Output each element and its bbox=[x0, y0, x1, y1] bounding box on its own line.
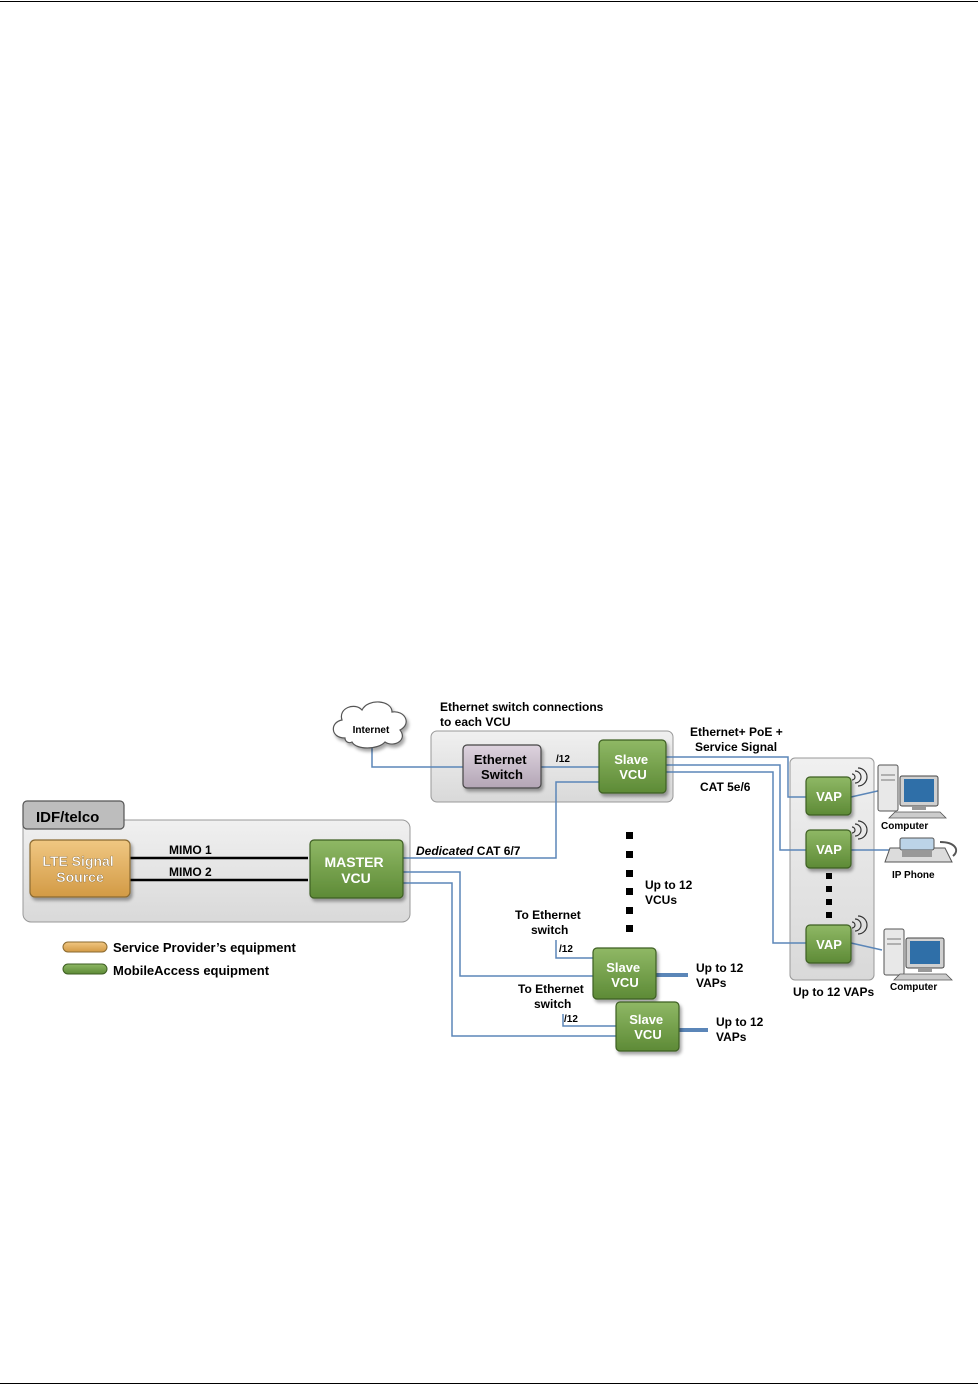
to-eth-switch-2-line1: To Ethernet bbox=[518, 982, 584, 996]
lte-signal-source bbox=[29, 839, 131, 898]
wireless-icon bbox=[851, 820, 868, 840]
legend-service-provider: Service Provider’s equipment bbox=[62, 940, 296, 955]
svg-text:Ethernet Switch: Ethernet Switch bbox=[474, 752, 530, 782]
slave-vcu-top-line2: VCU bbox=[619, 767, 646, 782]
computer-label-top: Computer bbox=[881, 821, 928, 832]
up-to-12-vcus-line1: Up to 12 bbox=[645, 878, 693, 892]
switch-caption-line1: Ethernet switch connections bbox=[440, 700, 604, 714]
computer-icon bbox=[883, 928, 953, 981]
slave-vcu-bottom-line2: VCU bbox=[634, 1027, 661, 1042]
eth-poe-line1: Ethernet+ PoE + bbox=[690, 725, 783, 739]
vap-1-label: VAP bbox=[816, 789, 842, 804]
vap-2-label: VAP bbox=[816, 842, 842, 857]
slave-vcu-bottom-line1: Slave bbox=[629, 1012, 663, 1027]
slave3-switch-stub bbox=[562, 1014, 616, 1027]
svg-text:Ethernet+ PoE + Service Si: Ethernet+ PoE + Service Signal bbox=[690, 725, 786, 754]
cat5-label: CAT 5e/6 bbox=[700, 780, 751, 794]
slave-vcu-top bbox=[598, 739, 667, 794]
svg-text:Up to 12 VCUs: Up to 12 VCUs bbox=[645, 878, 696, 907]
vap-3-label: VAP bbox=[816, 937, 842, 952]
svg-text:Dedicated CAT 6/7: Dedicated CAT 6/7 bbox=[416, 844, 521, 858]
slash12-mid: /12 bbox=[559, 944, 573, 955]
up-to-12-vaps-2-line1: Up to 12 bbox=[716, 1015, 764, 1029]
vap-2 bbox=[805, 829, 852, 869]
svg-text:To Ethernet switch: To Ethernet switch bbox=[515, 908, 584, 937]
up-to-12-vcus-line2: VCUs bbox=[645, 893, 677, 907]
vap-ellipsis bbox=[826, 873, 832, 918]
up-to-12-vaps-1-line1: Up to 12 bbox=[696, 961, 744, 975]
internet-cloud-icon bbox=[332, 701, 407, 749]
vap-1 bbox=[805, 776, 852, 816]
svg-text:Up to 12 VAPs: Up to 12 VAPs bbox=[716, 1015, 767, 1044]
up-to-12-vaps-2-line2: VAPs bbox=[716, 1030, 747, 1044]
up-to-12-vaps-group-label: Up to 12 VAPs bbox=[793, 985, 874, 999]
legend-mobileaccess-label: MobileAccess equipment bbox=[113, 963, 270, 978]
vcu-ellipsis bbox=[626, 832, 633, 932]
svg-text:LTE Signal Source: LTE Signal Source bbox=[42, 853, 117, 885]
dedicated-prefix: Dedicated bbox=[416, 844, 474, 858]
master-vcu bbox=[309, 839, 404, 899]
svg-text:Ethernet switch connections: Ethernet switch connections to each VCU bbox=[440, 700, 607, 729]
slave-vcu-mid bbox=[592, 947, 657, 1000]
to-eth-switch-2-line2: switch bbox=[534, 997, 571, 1011]
legend-orange-swatch bbox=[62, 941, 108, 953]
slave-vcu-mid-line1: Slave bbox=[606, 960, 640, 975]
switch-caption-line2: to each VCU bbox=[440, 715, 511, 729]
idf-telco-tab: IDF/telco bbox=[22, 800, 125, 830]
lte-source-line2: Source bbox=[56, 869, 104, 885]
ip-phone-label: IP Phone bbox=[892, 870, 935, 881]
to-eth-switch-1-line2: switch bbox=[531, 923, 568, 937]
master-vcu-line1: MASTER bbox=[324, 854, 383, 870]
idf-telco-label: IDF/telco bbox=[36, 809, 99, 826]
slash12-top: /12 bbox=[556, 754, 570, 765]
slave-vap2-line bbox=[666, 764, 806, 851]
mimo1-label: MIMO 1 bbox=[169, 843, 212, 857]
computer-label-bottom: Computer bbox=[890, 982, 937, 993]
up-to-12-vaps-1-line2: VAPs bbox=[696, 976, 727, 990]
wireless-icon bbox=[851, 767, 868, 787]
bottom-rule bbox=[0, 1383, 978, 1384]
dedicated-suffix: CAT 6/7 bbox=[473, 844, 520, 858]
vap-3 bbox=[805, 924, 852, 964]
ethernet-switch-line1: Ethernet bbox=[474, 752, 527, 767]
ip-phone-icon bbox=[884, 837, 958, 863]
internet-line bbox=[371, 743, 463, 768]
legend-mobileaccess: MobileAccess equipment bbox=[62, 963, 270, 978]
slave-vcu-mid-line2: VCU bbox=[611, 975, 638, 990]
ethernet-switch-line2: Switch bbox=[481, 767, 523, 782]
internet-label: Internet bbox=[353, 725, 390, 736]
legend-green-swatch bbox=[62, 963, 108, 975]
wireless-icon bbox=[851, 915, 868, 935]
to-eth-switch-1-line1: To Ethernet bbox=[515, 908, 581, 922]
slave-vcu-bottom bbox=[615, 1001, 680, 1052]
vap1-computer-line bbox=[850, 789, 883, 798]
mimo2-label: MIMO 2 bbox=[169, 865, 212, 879]
svg-text:To Ethernet switch: To Ethernet switch bbox=[518, 982, 587, 1011]
slave-vap3-line bbox=[666, 771, 806, 944]
svg-text:MASTER VCU: MASTER VCU bbox=[324, 854, 387, 886]
legend-service-provider-label: Service Provider’s equipment bbox=[113, 940, 296, 955]
slave-vap1-line bbox=[666, 756, 806, 798]
slave-vcu-top-line1: Slave bbox=[614, 752, 648, 767]
svg-text:Slave VCU: Slave VCU bbox=[614, 752, 652, 782]
master-vcu-line2: VCU bbox=[341, 870, 371, 886]
svg-text:Up to 12 VAPs: Up to 12 VAPs bbox=[696, 961, 747, 990]
lte-source-line1: LTE Signal bbox=[42, 853, 113, 869]
svg-text:Slave VCU: Slave VCU bbox=[629, 1012, 667, 1042]
svg-text:Slave VCU: Slave VCU bbox=[606, 960, 644, 990]
computer-icon bbox=[877, 764, 947, 819]
slave2-switch-stub bbox=[555, 940, 595, 959]
dedicated-cat-line bbox=[403, 781, 599, 859]
slash12-bottom: /12 bbox=[564, 1014, 578, 1025]
eth-poe-line2: Service Signal bbox=[695, 740, 777, 754]
ethernet-switch bbox=[462, 744, 542, 789]
master-slave2-line bbox=[403, 871, 595, 977]
vap3-computer-line bbox=[850, 942, 883, 951]
top-rule bbox=[0, 1, 978, 2]
master-slave3-line bbox=[403, 882, 616, 1037]
